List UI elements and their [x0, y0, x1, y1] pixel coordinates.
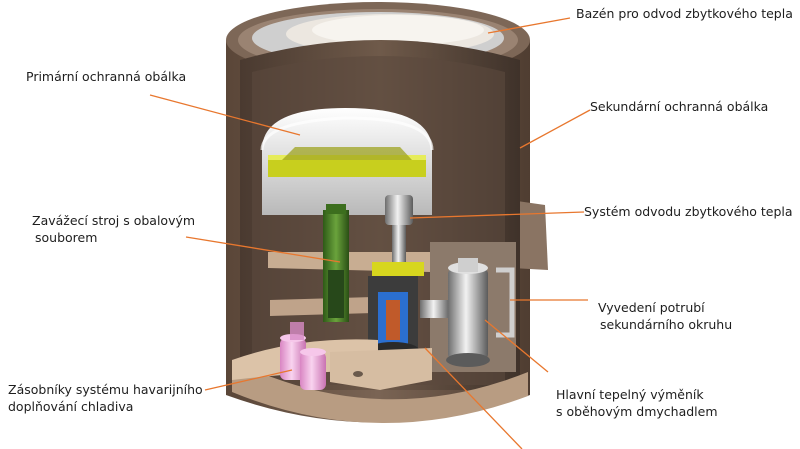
label-secondary-containment: Sekundární ochranná obálka	[590, 99, 769, 114]
label-secondary-pipe-outlet: Vyvedení potrubí sekundárního okruhu	[598, 300, 733, 332]
label-primary-containment: Primární ochranná obálka	[26, 69, 187, 84]
label-residual-heat-pool: Bazén pro odvod zbytkového tepla	[576, 6, 793, 21]
refueling-machine	[323, 204, 349, 322]
residual-heat-removal-unit	[372, 195, 424, 276]
leader-reactor-core	[424, 347, 523, 449]
leader-residual-heat-system	[409, 211, 585, 219]
gantry-crane	[268, 147, 426, 177]
label-refueling-machine: Zavážecí stroj s obalovým souborem	[32, 213, 196, 245]
leader-secondary-containment	[519, 109, 591, 149]
label-emergency-accumulators: Zásobníky systému havarijního doplňování…	[8, 382, 203, 414]
leader-refueling-machine	[185, 236, 341, 263]
reactor-vessel	[367, 276, 419, 358]
leader-pool	[487, 17, 571, 34]
leader-accumulators	[204, 369, 293, 391]
leader-primary-containment	[149, 94, 301, 136]
leader-heat-exchanger	[484, 319, 549, 373]
main-heat-exchanger	[420, 242, 516, 372]
label-residual-heat-system: Systém odvodu zbytkového tepla	[584, 204, 793, 219]
leader-lines	[149, 17, 591, 449]
label-main-heat-exchanger: Hlavní tepelný výměník s oběhovým dmycha…	[556, 387, 718, 419]
emergency-accumulators	[280, 322, 326, 390]
